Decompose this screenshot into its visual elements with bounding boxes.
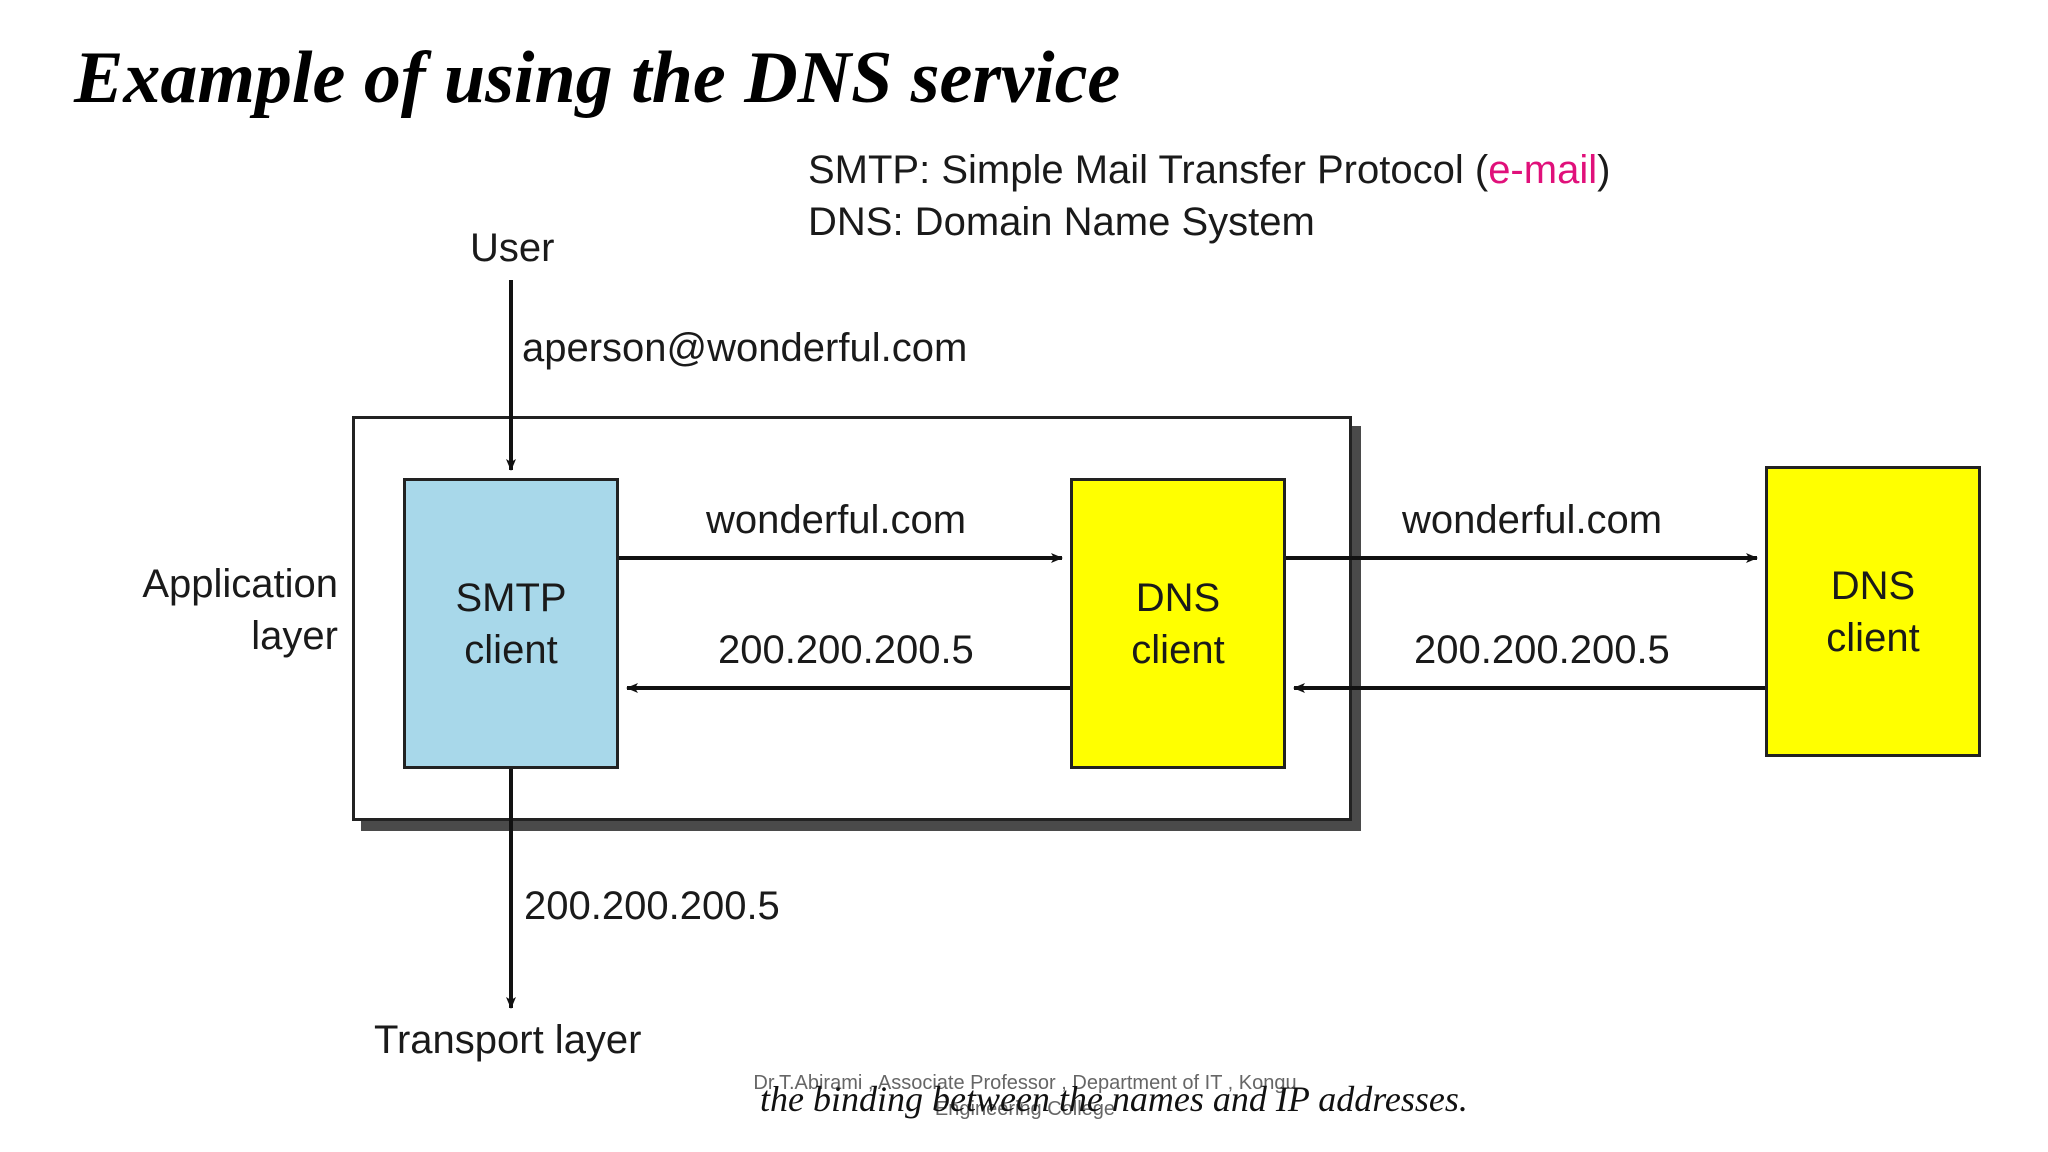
legend-smtp-highlight: e-mail xyxy=(1488,148,1598,192)
reply-label-2: 200.200.200.5 xyxy=(1414,628,1670,672)
transport-value-label: 200.200.200.5 xyxy=(524,884,780,928)
smtp-client-line1: SMTP xyxy=(455,575,567,620)
smtp-client-box: SMTP client xyxy=(403,478,619,769)
query-label-2: wonderful.com xyxy=(1402,498,1663,542)
page-title: Example of using the DNS service xyxy=(74,37,1121,119)
dns-server-line2: client xyxy=(1826,615,1920,660)
transport-layer-label: Transport layer xyxy=(374,1018,642,1062)
user-label: User xyxy=(470,226,555,270)
dns-client-line1: DNS xyxy=(1135,575,1221,620)
reply-label-1: 200.200.200.5 xyxy=(718,628,974,672)
email-label: aperson@wonderful.com xyxy=(522,326,968,370)
legend-dns: DNS: Domain Name System xyxy=(808,200,1315,244)
legend-smtp: SMTP: Simple Mail Transfer Protocol (e-m… xyxy=(808,148,1610,193)
dns-server-box: DNS client xyxy=(1765,466,1981,757)
application-layer-line2: layer xyxy=(251,614,338,658)
query-label-1: wonderful.com xyxy=(706,498,967,542)
smtp-client-line2: client xyxy=(464,627,558,672)
application-layer-label: Application layer xyxy=(128,558,338,662)
slide-caption: the binding between the names and IP add… xyxy=(760,1079,1468,1119)
footer-credit: Dr.T.Abirami , Associate Professor , Dep… xyxy=(753,1072,1297,1120)
dns-server-line1: DNS xyxy=(1830,563,1916,608)
dns-client-box: DNS client xyxy=(1070,478,1286,769)
legend-smtp-suffix: ) xyxy=(1597,148,1611,192)
legend-smtp-prefix: SMTP: Simple Mail Transfer Protocol ( xyxy=(808,148,1489,192)
application-layer-line1: Application xyxy=(142,562,338,606)
dns-client-line2: client xyxy=(1131,627,1225,672)
